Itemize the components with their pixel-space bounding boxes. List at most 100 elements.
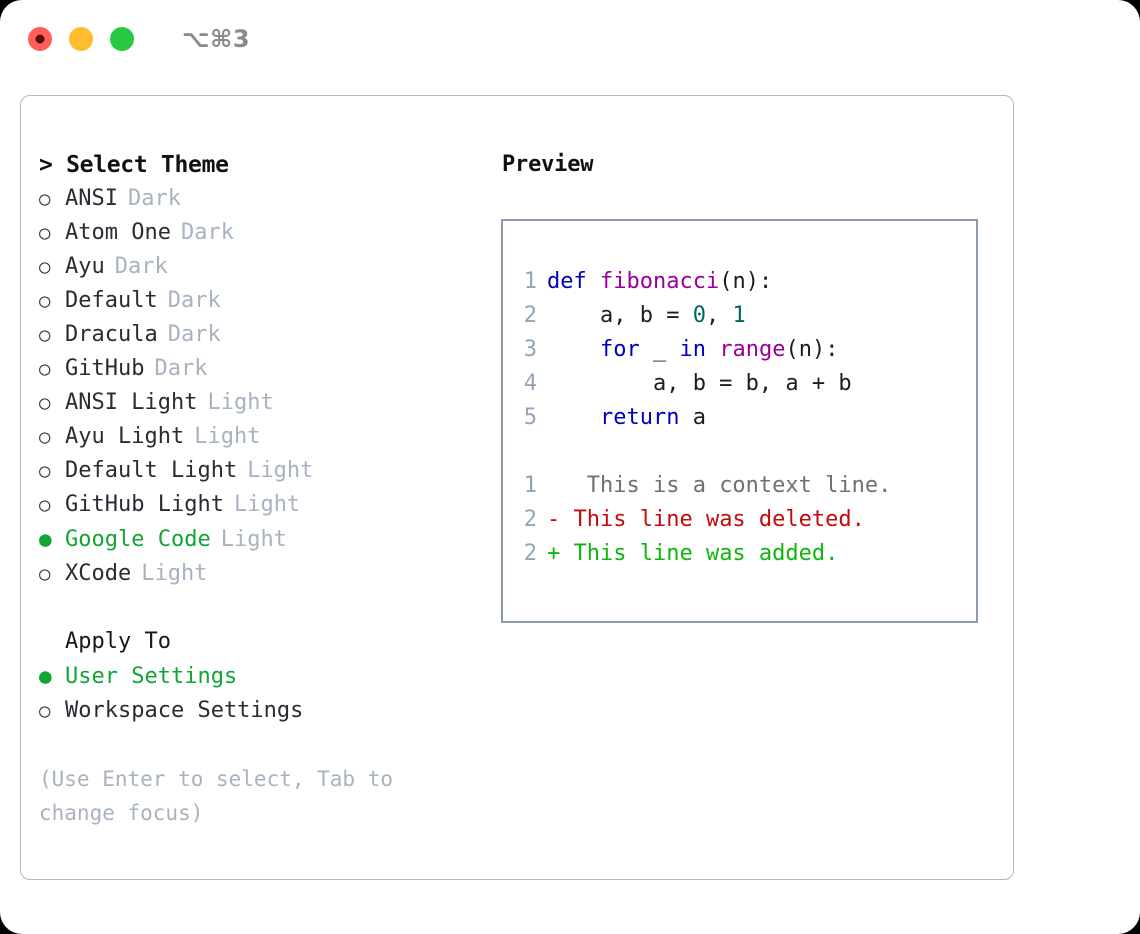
code-line-text: return a bbox=[547, 401, 706, 435]
theme-mode-badge: Light bbox=[141, 561, 208, 586]
diff-marker bbox=[547, 469, 560, 503]
radio-unselected-icon: ○ bbox=[39, 392, 51, 414]
preview-title: Preview bbox=[502, 152, 594, 177]
radio-unselected-icon: ○ bbox=[39, 222, 51, 244]
apply-to-list: ● User Settings ○ Workspace Settings bbox=[39, 659, 501, 728]
keyboard-shortcut-label: ⌥⌘3 bbox=[182, 25, 251, 53]
diff-line-text: This line was deleted. bbox=[560, 507, 865, 532]
theme-name-label: Atom One bbox=[65, 220, 171, 245]
code-token-plain: a bbox=[679, 405, 706, 430]
code-line: 5 return a bbox=[503, 401, 976, 435]
code-token-fn: fibonacci bbox=[599, 269, 720, 294]
theme-mode-badge: Dark bbox=[114, 254, 168, 279]
theme-list-item[interactable]: ● Google Code Light bbox=[39, 522, 501, 557]
line-number: 2 bbox=[523, 541, 537, 566]
line-number: 1 bbox=[523, 473, 537, 498]
theme-name-label: ANSI Light bbox=[65, 390, 198, 415]
code-token-plain: , bbox=[705, 303, 733, 328]
theme-list-item[interactable]: ○ Atom One Dark bbox=[39, 216, 501, 250]
code-token-plain bbox=[547, 405, 600, 430]
theme-list-item[interactable]: ○ ANSI Dark bbox=[39, 182, 501, 216]
line-number: 1 bbox=[523, 269, 537, 294]
code-line: 3 for _ in range(n): bbox=[503, 333, 976, 367]
radio-unselected-icon: ○ bbox=[39, 494, 51, 516]
code-token-plain bbox=[706, 337, 719, 362]
spacer bbox=[503, 435, 976, 469]
radio-selected-icon: ● bbox=[39, 664, 52, 688]
diff-marker: - bbox=[547, 507, 561, 532]
theme-name-label: Default Light bbox=[65, 458, 238, 483]
line-number: 3 bbox=[523, 337, 537, 362]
radio-unselected-icon: ○ bbox=[39, 460, 51, 482]
code-token-plain: a, b = bbox=[547, 303, 693, 328]
apply-to-item[interactable]: ○ Workspace Settings bbox=[39, 694, 501, 728]
window-controls bbox=[28, 27, 134, 51]
diff-line: 2- This line was deleted. bbox=[503, 503, 976, 537]
radio-unselected-icon: ○ bbox=[39, 188, 51, 210]
code-token-fn: range bbox=[719, 337, 786, 362]
code-token-kw: return bbox=[599, 405, 680, 430]
apply-to-label-text: User Settings bbox=[65, 664, 238, 689]
code-token-num: 0 bbox=[692, 303, 706, 328]
select-theme-header: > Select Theme bbox=[39, 152, 229, 178]
diff-marker: + bbox=[547, 541, 561, 566]
code-token-plain: _ bbox=[639, 337, 680, 362]
maximize-button[interactable] bbox=[110, 27, 134, 51]
line-number: 2 bbox=[523, 507, 537, 532]
theme-mode-badge: Dark bbox=[180, 220, 234, 245]
code-line-text: def fibonacci(n): bbox=[547, 265, 772, 299]
diff-line-text: This is a context line. bbox=[560, 473, 892, 498]
theme-list-item[interactable]: ○ Default Light Light bbox=[39, 454, 501, 488]
code-token-plain: a, b = b, a + b bbox=[547, 371, 852, 396]
theme-mode-badge: Light bbox=[233, 492, 301, 517]
theme-name-label: Ayu Light bbox=[65, 424, 185, 449]
radio-unselected-icon: ○ bbox=[39, 324, 51, 346]
diff-line: 2+ This line was added. bbox=[503, 537, 976, 571]
code-line-text: for _ in range(n): bbox=[547, 333, 838, 367]
minimize-button[interactable] bbox=[69, 27, 93, 51]
line-number: 5 bbox=[523, 405, 537, 430]
apply-to-label: Apply To bbox=[65, 629, 171, 654]
theme-list-item[interactable]: ○ GitHub Light Light bbox=[39, 488, 501, 522]
theme-mode-badge: Light bbox=[247, 458, 314, 483]
diff-line: 1 This is a context line. bbox=[503, 469, 976, 503]
apply-to-label-text: Workspace Settings bbox=[65, 698, 304, 723]
radio-unselected-icon: ○ bbox=[39, 563, 51, 585]
radio-selected-icon: ● bbox=[39, 527, 52, 551]
code-line: 4 a, b = b, a + b bbox=[503, 367, 976, 401]
radio-unselected-icon: ○ bbox=[39, 700, 51, 722]
theme-name-label: Dracula bbox=[65, 322, 158, 347]
code-line: 2 a, b = 0, 1 bbox=[503, 299, 976, 333]
theme-mode-badge: Light bbox=[220, 527, 287, 552]
code-line: 1 def fibonacci(n): bbox=[503, 265, 976, 299]
code-line-text: a, b = b, a + b bbox=[547, 367, 852, 401]
code-token-kw: in bbox=[679, 337, 706, 362]
theme-mode-badge: Dark bbox=[127, 186, 181, 211]
theme-mode-badge: Light bbox=[194, 424, 261, 449]
theme-name-label: ANSI bbox=[65, 186, 118, 211]
code-token-plain: (n): bbox=[719, 269, 773, 294]
code-token-plain bbox=[547, 337, 600, 362]
theme-mode-badge: Dark bbox=[167, 288, 221, 313]
theme-mode-badge: Dark bbox=[154, 356, 208, 381]
theme-name-label: GitHub Light bbox=[65, 492, 224, 517]
close-button[interactable] bbox=[28, 27, 52, 51]
apply-to-item[interactable]: ● User Settings bbox=[39, 659, 501, 694]
theme-name-label: Ayu bbox=[65, 254, 105, 279]
theme-name-label: GitHub bbox=[65, 356, 145, 381]
code-line-text: a, b = 0, 1 bbox=[547, 299, 746, 333]
theme-name-label: Google Code bbox=[65, 527, 211, 552]
